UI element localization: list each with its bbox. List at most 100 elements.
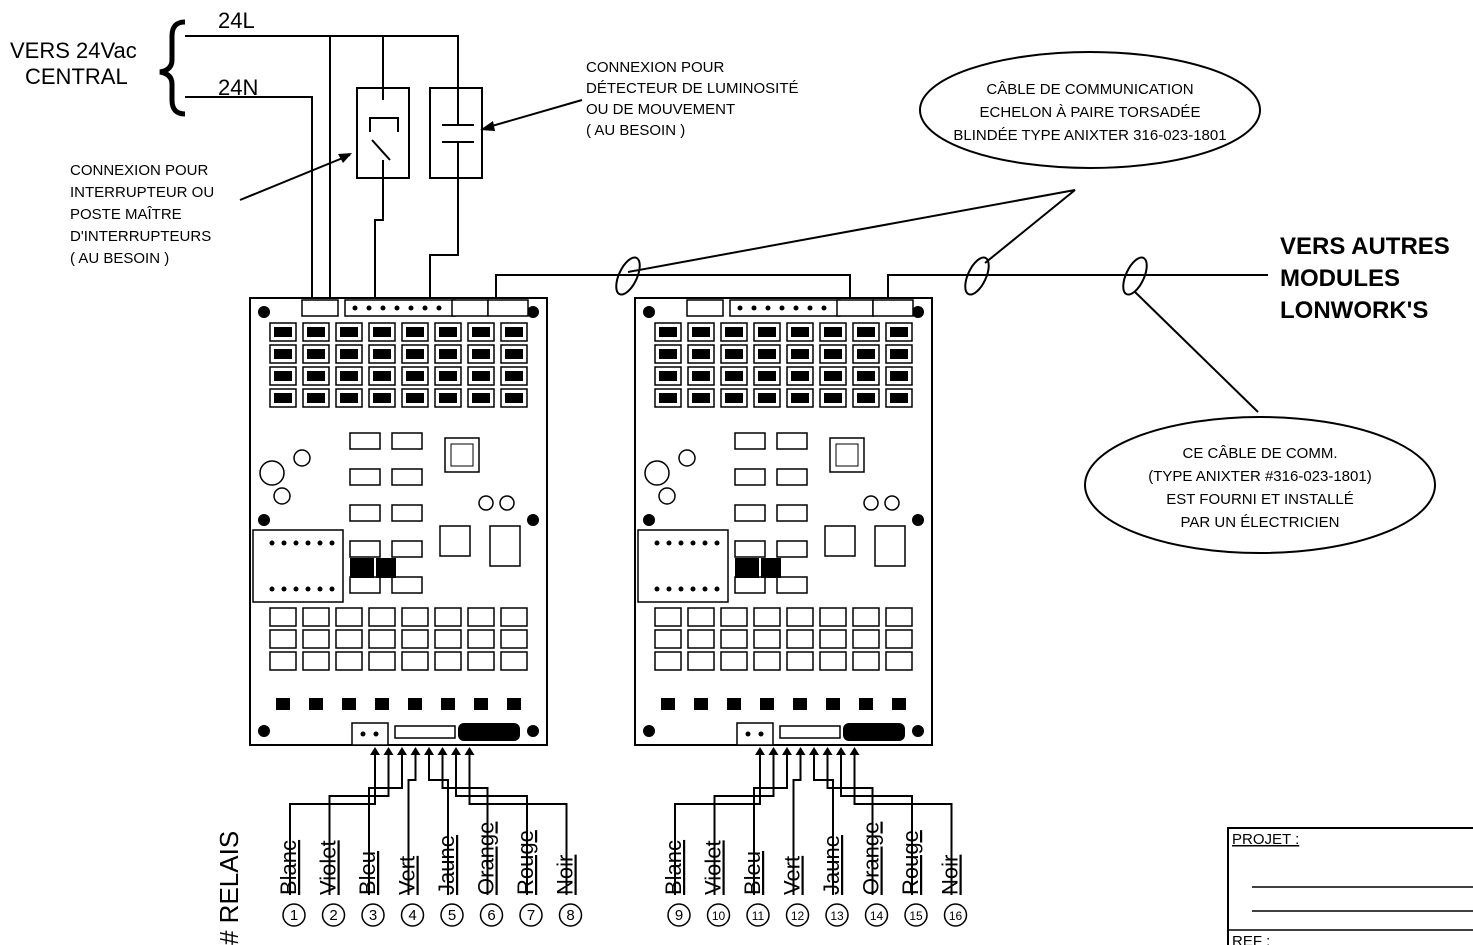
relay-component-body [659, 393, 677, 403]
wire-color-label: Rouge [898, 830, 923, 895]
relay-module-1: Blanc1Violet2Bleu3Vert4Jaune5Orange6Roug… [249, 297, 583, 927]
capacitor [499, 495, 515, 511]
other-modules-line: VERS AUTRES [1280, 233, 1450, 260]
ic-chip [391, 432, 423, 450]
relay-output-header [394, 725, 456, 739]
relay-component [720, 607, 748, 627]
relay-wire [674, 755, 761, 895]
terminal-pin [422, 305, 428, 311]
wire-arrowhead [809, 747, 819, 755]
wire-color-label: Vert [780, 856, 805, 895]
relay-number-circle [558, 903, 583, 927]
relay-component [401, 651, 429, 671]
relay-output-header [779, 725, 841, 739]
switch-symbol [369, 88, 399, 305]
relay-wire [368, 755, 403, 895]
relay-component-body [406, 371, 424, 381]
relay-component [819, 629, 847, 649]
wire-color-label: Orange [474, 822, 499, 895]
ic-chip [349, 468, 381, 486]
wire-arrowhead [795, 747, 806, 755]
wire-color-label: Noir [938, 855, 963, 895]
wire-arrowhead [424, 747, 434, 755]
microcontroller-core [450, 443, 474, 467]
wire-color-label: Blanc [661, 840, 686, 895]
connector-pin [281, 586, 287, 592]
terminal-pin [751, 305, 757, 311]
wire-24n [185, 96, 313, 305]
mounting-hole [258, 514, 270, 526]
ic-chip [349, 504, 381, 522]
terminal-pin [807, 305, 813, 311]
mounting-hole [527, 514, 539, 526]
title-projet: PROJET : [1232, 831, 1299, 848]
connector-pin [702, 586, 708, 592]
wire-color-label: Bleu [355, 851, 380, 895]
relay-driver [474, 698, 488, 710]
relay-component-body [791, 349, 809, 359]
terminal-pin [352, 305, 358, 311]
relay-number-circle [943, 903, 968, 927]
relay-component-body [791, 393, 809, 403]
comm-note-line: CÂBLE DE COMMUNICATION [986, 81, 1193, 98]
ic-chip [349, 576, 381, 594]
cable-twist-marker [1122, 256, 1148, 296]
power-connector [351, 722, 389, 746]
relay-component [434, 607, 462, 627]
terminal-pin [737, 305, 743, 311]
switch-note-line: POSTE MAÎTRE [70, 206, 182, 223]
relay-component-body [725, 327, 743, 337]
capacitor [273, 487, 291, 505]
sensor-arrow [484, 99, 583, 129]
connector-pin [305, 540, 311, 546]
relay-number: 4 [408, 907, 416, 924]
relay-component-body [307, 393, 325, 403]
relay-component-body [725, 371, 743, 381]
terminal-block [487, 299, 529, 317]
relay-number-circle [667, 903, 691, 927]
connector-pin [281, 540, 287, 546]
relay-component-body [857, 393, 875, 403]
terminal-pin [765, 305, 771, 311]
capacitor [644, 460, 670, 486]
relay-component-body [659, 327, 677, 337]
relay-component [368, 607, 396, 627]
wire-arrowhead [437, 747, 448, 755]
relay-component [335, 629, 363, 649]
wire-arrowhead [836, 747, 846, 755]
wire-arrowhead [768, 747, 779, 755]
relay-driver [826, 698, 840, 710]
mounting-hole [643, 306, 655, 318]
relay-component [335, 607, 363, 627]
installer-note-line: (TYPE ANIXTER #316-023-1801) [1148, 468, 1371, 485]
relay-component-body [890, 393, 908, 403]
relay-component [302, 629, 330, 649]
relay-component-body [373, 393, 391, 403]
cable-twist-marker [615, 256, 641, 296]
relay-component-body [505, 349, 523, 359]
relay-number-circle [825, 903, 849, 927]
title-ref: REF : [1232, 933, 1270, 945]
relay-component-body [439, 327, 457, 337]
connector-pin [678, 540, 684, 546]
mounting-hole [912, 514, 924, 526]
relay-component [467, 651, 495, 671]
relay-component [500, 629, 528, 649]
ic-chip [734, 540, 766, 558]
relay-number: 16 [949, 909, 963, 923]
wire-arrowhead [849, 747, 860, 755]
relay-component-body [373, 371, 391, 381]
relay-number: 14 [870, 909, 884, 923]
relay-component [269, 629, 297, 649]
ic-chip [349, 540, 381, 558]
relay-component [753, 651, 781, 671]
relay-wire [853, 755, 953, 895]
terminal-pin [394, 305, 400, 311]
mounting-hole [912, 306, 924, 318]
relay-number-circle [785, 903, 810, 927]
relay-component-body [472, 349, 490, 359]
relay-header: # RELAIS [214, 831, 244, 945]
relay-component-body [472, 393, 490, 403]
other-modules-line: LONWORK'S [1280, 297, 1428, 324]
relay-driver [694, 698, 708, 710]
